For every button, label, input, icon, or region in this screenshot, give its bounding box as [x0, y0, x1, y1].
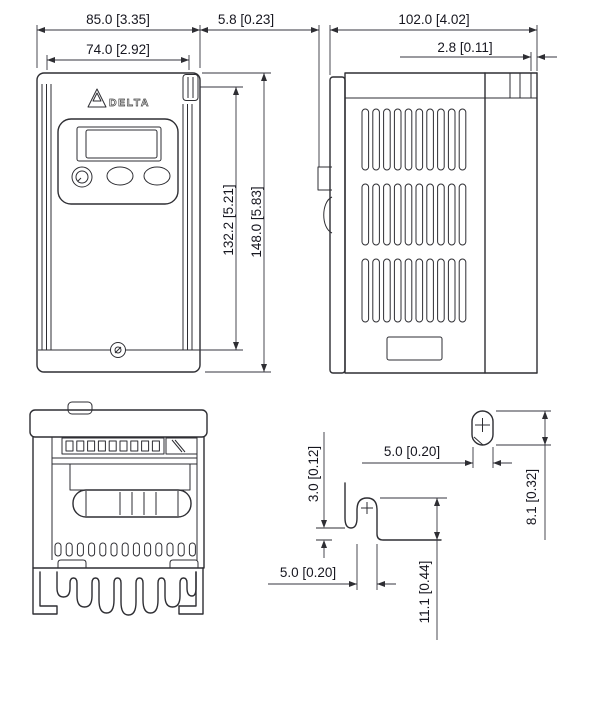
heatsink-right-hook [178, 567, 204, 615]
terminal-block-outline [61, 437, 165, 455]
dim-bottom-tab-height: 11.1 [0.44] [417, 561, 432, 624]
bottom-view-body [32, 436, 205, 569]
height-dim-lines [235, 73, 265, 372]
button-right [143, 166, 171, 186]
power-connector [72, 489, 192, 518]
arrowheads [37, 27, 548, 587]
tab-base-lines [316, 527, 345, 541]
top-cover-bar [29, 409, 208, 438]
vent-slots [361, 108, 467, 323]
dim-height-overall: 148.0 [5.83] [249, 186, 264, 257]
dim-width-mounting: 74.0 [2.92] [86, 42, 150, 57]
dim-top-slot-width: 5.0 [0.20] [384, 444, 440, 459]
front-body [36, 72, 201, 373]
knob-dial-inner [75, 170, 89, 184]
top-knob-tab [67, 401, 93, 415]
side-extension-lines [318, 25, 538, 167]
display-bezel [76, 126, 162, 162]
dim-front-tab-depth: 5.8 [0.23] [218, 12, 274, 27]
front-right-louvers [182, 104, 193, 350]
dim-width-overall: 85.0 [3.35] [86, 12, 150, 27]
crosshair-icon [361, 502, 373, 514]
front-left-louvers [41, 84, 52, 350]
heatsink-left-hook [32, 567, 58, 615]
mounting-tab-detail-bottom [316, 482, 442, 541]
knob-dial [71, 166, 93, 188]
top-detail-extension-lines [472, 410, 551, 468]
brand-text: DELTA [109, 97, 150, 109]
connector-recess [69, 463, 191, 491]
dim-rear-plate-thickness: 2.8 [0.11] [437, 40, 492, 55]
mounting-slot-detail-top [471, 410, 494, 446]
dim-top-slot-height: 8.1 [0.32] [524, 469, 539, 525]
louver-slot-row [54, 542, 196, 557]
bottom-tab-dim-lines [268, 432, 438, 640]
dim-height-mounting: 132.2 [5.21] [221, 184, 236, 255]
terminal-step-lines [52, 457, 197, 465]
mounting-tab-profile [344, 482, 442, 541]
nameplate-label [386, 336, 443, 361]
dim-depth-overall: 102.0 [4.02] [398, 12, 469, 27]
front-view: DELTA [36, 72, 201, 373]
crosshair-icon [475, 418, 490, 432]
side-front-cover [329, 76, 346, 374]
dim-bottom-slot-width: 5.0 [0.20] [280, 565, 336, 580]
dimensions: 85.0 [3.35] 74.0 [2.92] 5.8 [0.23] 102.0… [36, 12, 557, 640]
front-top-clip [182, 74, 199, 101]
key-slot-notch [473, 436, 484, 446]
band-dividers [509, 73, 532, 98]
side-front-bump [323, 196, 333, 234]
knob-tick [77, 177, 82, 182]
lcd-display [85, 129, 158, 159]
front-extension-lines [36, 25, 271, 373]
bottom-view [29, 401, 208, 616]
side-body [344, 72, 486, 374]
heatsink-fins [56, 571, 197, 616]
dim-bottom-tab-offset: 3.0 [0.12] [306, 446, 321, 502]
delta-logo-icon: DELTA [87, 88, 150, 109]
terminal-lever [165, 437, 198, 455]
side-front-tab [317, 166, 332, 191]
bottom-detail-extension-lines [356, 497, 447, 590]
button-left [106, 166, 134, 186]
side-view [317, 72, 538, 374]
top-slot-dim-lines [362, 411, 546, 540]
heatsink [32, 567, 204, 616]
screw-icon [110, 342, 126, 358]
bottom-tabs [57, 559, 199, 568]
keypad-panel [57, 118, 179, 205]
terminal-squares [65, 440, 160, 452]
